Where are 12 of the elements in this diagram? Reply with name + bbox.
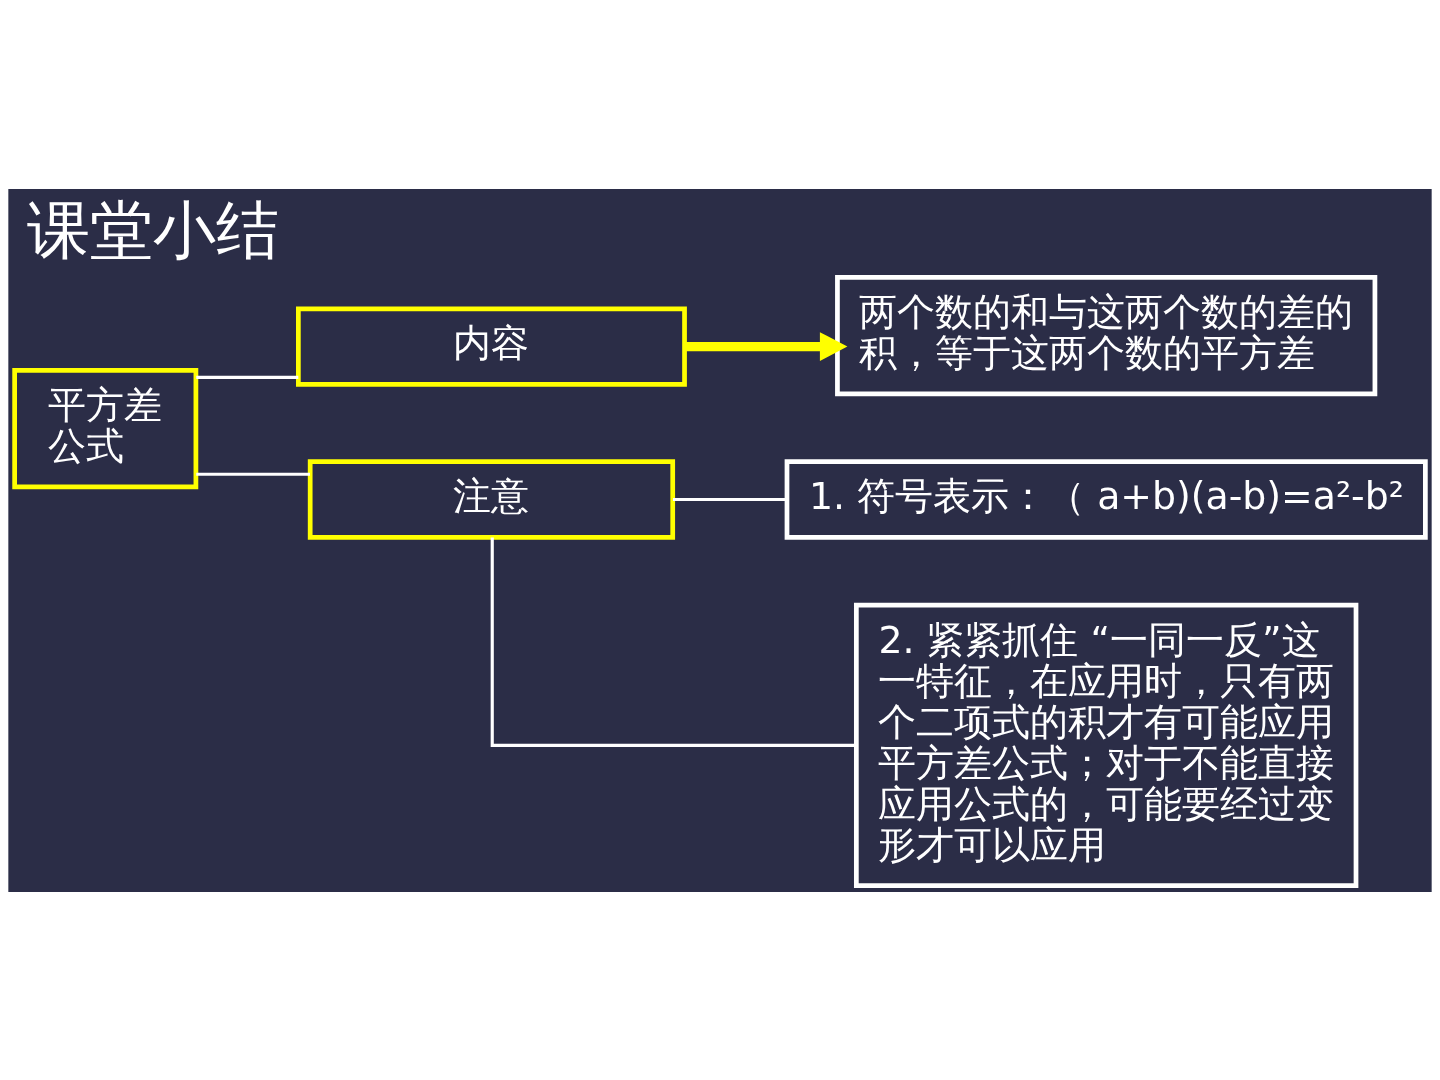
connector: [196, 472, 310, 476]
node-box: 平方差公式: [12, 367, 199, 489]
diagram-title: 课堂小结: [27, 192, 280, 267]
node-box: 注意: [307, 458, 676, 540]
arrow: [684, 331, 848, 361]
node-box: 2. 紧紧抓住 “一同一反”这一特征，在应用时，只有两个二项式的积才有可能应用平方差公式；对于不能直接应用公式的，可能要经过变形才可以应用: [853, 602, 1359, 888]
node-box: 内容: [296, 305, 687, 387]
connector: [673, 497, 787, 501]
connector: [490, 536, 856, 747]
node-box: 两个数的和与这两个数的差的积，等于这两个数的平方差: [835, 274, 1378, 396]
connector: [196, 375, 299, 379]
node-box: 1. 符号表示：（ a+b)(a-b)=a²-b²: [784, 458, 1428, 540]
